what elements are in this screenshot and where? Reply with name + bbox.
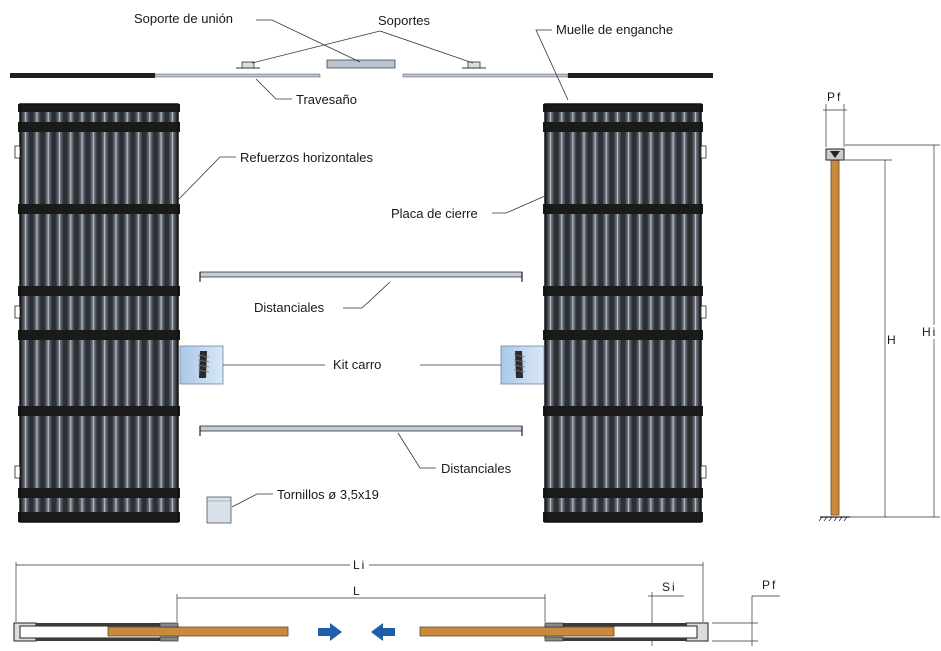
label-distanciales-bottom: Distanciales [441, 461, 512, 476]
label-kit-carro: Kit carro [333, 357, 382, 372]
kit-carro-right [500, 345, 545, 385]
dim-pf-plan: Pf [762, 578, 778, 592]
label-distanciales-top: Distanciales [254, 300, 325, 315]
screws-bag [206, 496, 232, 524]
left-frame [14, 103, 180, 523]
spacer-bottom [199, 425, 523, 436]
label-tornillos: Tornillos ø 3,5x19 [277, 487, 379, 502]
side-view [818, 104, 940, 522]
kit-carro-left [179, 345, 224, 385]
dim-l: L [353, 584, 362, 598]
dim-h: H [887, 333, 898, 347]
label-muelle-enganche: Muelle de enganche [556, 22, 674, 37]
arrow-left-icon [371, 623, 395, 641]
leader-lines [177, 19, 569, 508]
label-soporte-union: Soporte de unión [134, 11, 234, 26]
right-frame [543, 103, 707, 523]
label-soportes: Soportes [378, 13, 431, 28]
spacer-top [199, 271, 523, 282]
dim-hi: Hi [922, 325, 938, 339]
top-rail [10, 59, 713, 78]
dim-li: Li [350, 558, 370, 572]
dim-pf-side: Pf [827, 90, 843, 104]
plan-view [13, 562, 780, 651]
dim-si: Si [662, 580, 677, 594]
label-travesano: Travesaño [296, 92, 357, 107]
label-refuerzos-horizontales: Refuerzos horizontales [240, 150, 373, 165]
label-placa-cierre: Placa de cierre [391, 206, 478, 221]
arrow-right-icon [318, 623, 342, 641]
